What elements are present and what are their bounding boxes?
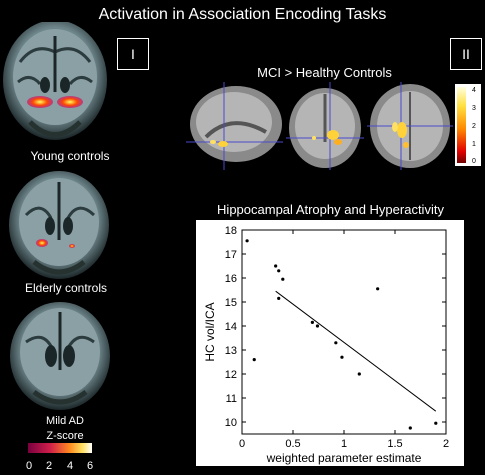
data-point [357, 372, 361, 376]
zscore-tick: 0 [26, 460, 32, 472]
y-tick-label: 15 [225, 297, 237, 309]
data-point [252, 358, 256, 362]
x-tick-label: 0 [239, 438, 245, 450]
plot-frame [241, 229, 447, 435]
zscore-tick: 6 [87, 460, 93, 472]
elderly-controls-label: Elderly controls [24, 281, 108, 295]
y-tick-label: 10 [225, 417, 237, 429]
mci-axial-view [367, 82, 453, 170]
zscore-colorbar-gradient [28, 443, 92, 453]
x-tick-label: 1.5 [387, 438, 402, 450]
y-axis-label: HC vol/ICA [203, 302, 217, 361]
data-point [281, 277, 285, 281]
mci-colorbar-gradient [457, 87, 466, 163]
y-tick-label: 18 [225, 225, 237, 237]
x-tick-label: 0.5 [285, 438, 300, 450]
mci-tick: 4 [472, 87, 476, 94]
data-point [277, 296, 281, 300]
panel-badge-ii: II [450, 38, 482, 70]
scatter-chart-panel: 0 0.5 1 1.5 2 10 11 12 13 14 15 16 17 18 weighted para… [196, 220, 464, 466]
data-point [434, 421, 438, 425]
mci-coronal-view [286, 82, 364, 170]
x-tick-label: 1 [341, 438, 347, 450]
y-tick-label: 17 [225, 249, 237, 261]
x-axis-label: weighted parameter estimate [266, 451, 422, 465]
data-point [310, 320, 314, 324]
mci-tick: 2 [472, 123, 476, 130]
data-point [277, 269, 281, 273]
y-tick-label: 12 [225, 369, 237, 381]
mild-ad-brain-image [10, 302, 110, 410]
zscore-label: Z-score [46, 430, 84, 442]
y-tick-label: 14 [225, 321, 237, 333]
mci-sagittal-view [186, 82, 283, 170]
young-controls-brain-image [3, 22, 107, 140]
data-point [274, 264, 278, 268]
panel-badge-i: I [117, 38, 149, 70]
data-point [340, 355, 344, 359]
zscore-tick: 4 [67, 460, 73, 472]
figure-title: Activation in Association Encoding Tasks [98, 6, 387, 23]
data-point [408, 426, 412, 430]
mci-tick: 3 [472, 105, 476, 112]
zscore-colorbar: 0 2 4 6 [26, 443, 93, 472]
zscore-tick: 2 [46, 460, 52, 472]
young-controls-label: Young controls [30, 149, 110, 163]
mci-tick: 0 [472, 158, 476, 165]
y-tick-label: 13 [225, 345, 237, 357]
chart-title: Hippocampal Atrophy and Hyperactivity [217, 202, 444, 217]
mci-tick: 1 [472, 141, 476, 148]
data-point [334, 341, 338, 345]
data-point [376, 287, 380, 291]
regression-line [275, 290, 437, 412]
elderly-controls-brain-image [9, 171, 109, 279]
data-point [315, 324, 320, 328]
data-point [245, 239, 249, 243]
mild-ad-label: Mild AD [46, 415, 84, 427]
mci-vs-controls-label: MCI > Healthy Controls [257, 65, 392, 80]
mci-colorbar: 4 3 2 1 0 [455, 84, 481, 166]
y-tick-label: 16 [225, 273, 237, 285]
scatter-chart: 0 0.5 1 1.5 2 10 11 12 13 14 15 16 17 18 weighted para… [203, 225, 449, 465]
x-tick-label: 2 [443, 438, 449, 450]
y-tick-label: 11 [226, 393, 237, 405]
